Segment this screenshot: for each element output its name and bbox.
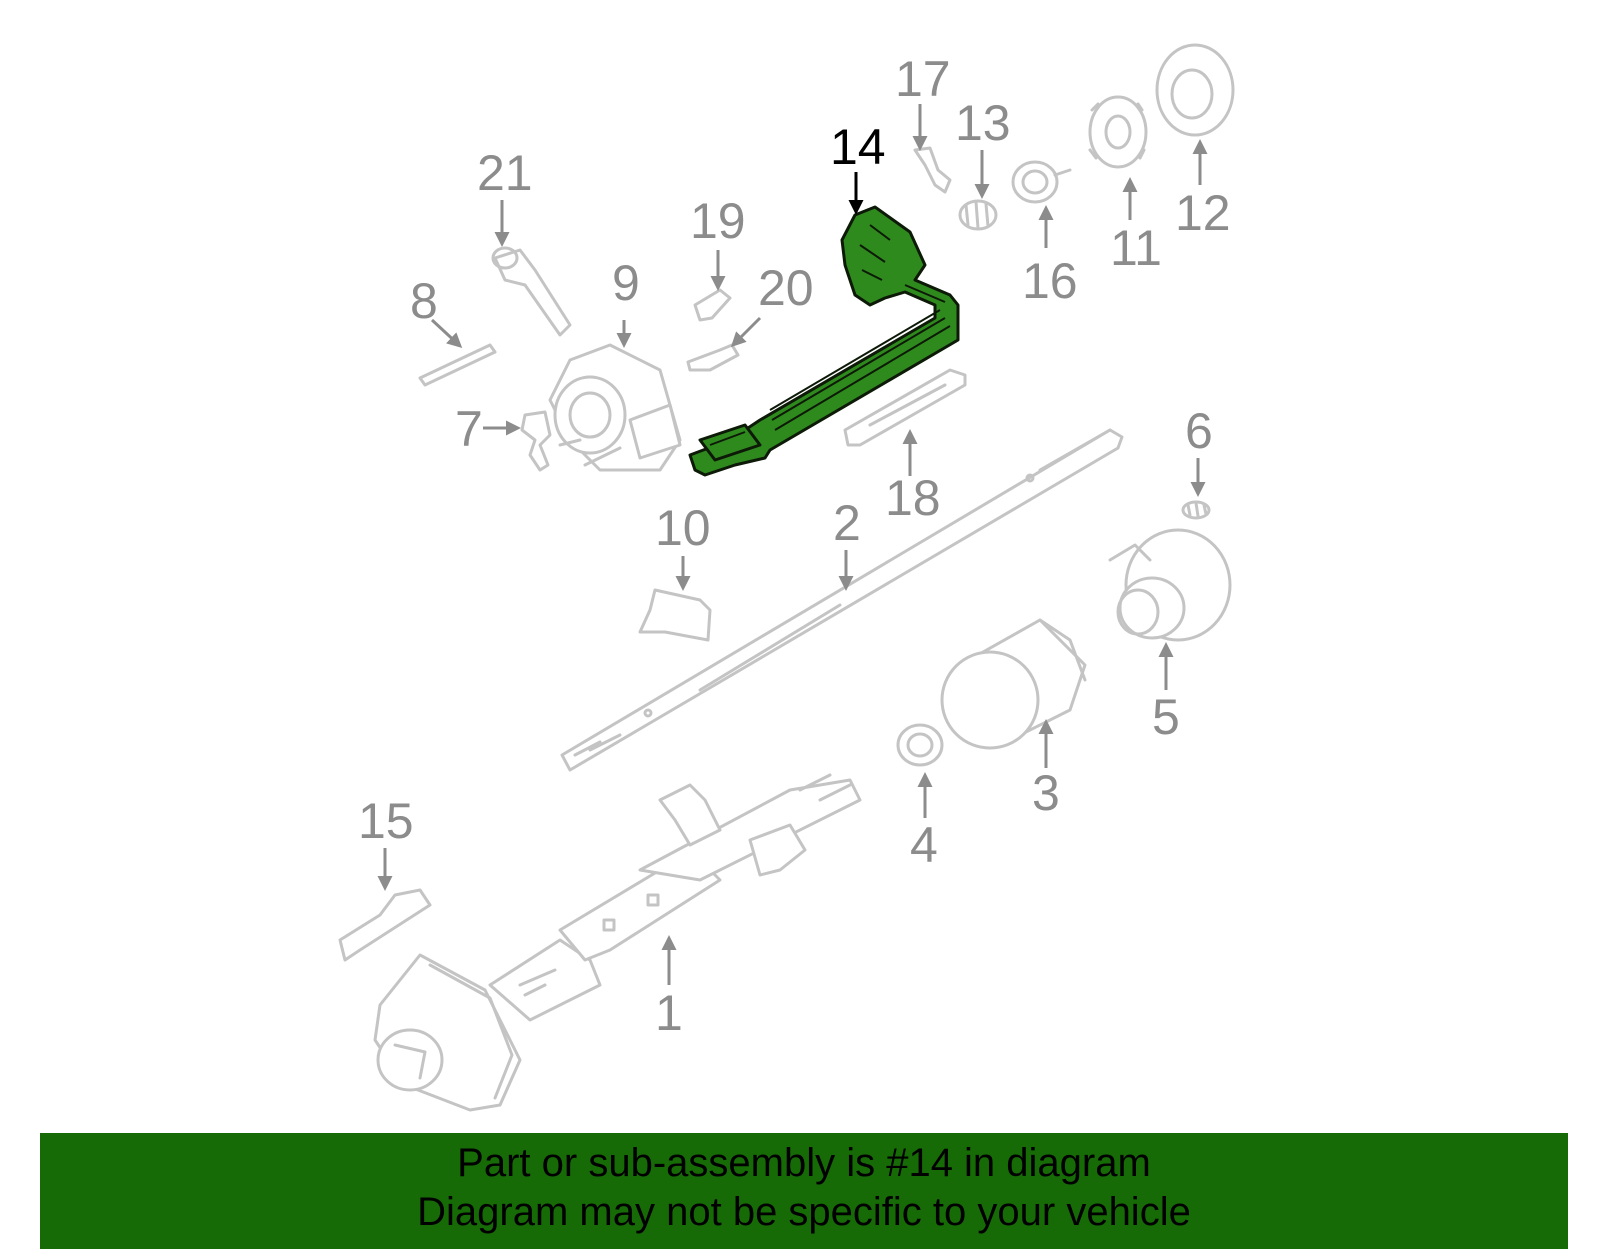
callout-17: 17 [895,51,951,107]
callout-18: 18 [885,470,941,526]
part-17-clip [913,146,952,194]
part-7-bracket [520,410,552,472]
part-9-lock-housing [548,343,682,472]
part-8-pin [418,343,497,387]
part-13-spring [958,199,998,231]
callout-1: 1 [655,985,683,1041]
callout-11: 11 [1110,220,1162,276]
part-16-cap [1011,160,1072,204]
callout-16: 16 [1022,253,1078,309]
callout-3: 3 [1032,765,1060,821]
callout-10: 10 [655,500,711,556]
part-11-gear [1088,95,1148,169]
callout-21: 21 [477,145,533,201]
part-3-housing [940,618,1087,750]
part-18-rail [843,368,967,447]
callout-8: 8 [410,273,438,329]
callout-6: 6 [1185,403,1213,459]
part-2-steering-shaft [560,428,1124,772]
callout-13: 13 [955,95,1011,151]
arrow-8 [430,318,463,349]
arrow-20 [730,316,762,348]
part-15-lever [338,888,432,962]
banner-line-part-reference: Part or sub-assembly is #14 in diagram [457,1141,1151,1185]
callout-2: 2 [833,495,861,551]
info-banner: Part or sub-assembly is #14 in diagram D… [40,1133,1568,1249]
callout-15: 15 [358,793,414,849]
part-5-bearing-housing [1108,528,1232,642]
callout-5: 5 [1152,689,1180,745]
part-12-disc [1155,43,1235,137]
callout-4: 4 [910,817,938,873]
part-14-highlighted-harness[interactable] [688,205,960,477]
part-20-lever [686,343,740,372]
part-6-spring [1181,500,1211,520]
callout-19: 19 [690,193,746,249]
part-19-clip [693,288,732,322]
part-4-ring [896,723,944,767]
callout-12: 12 [1175,185,1231,241]
part-1-column-jacket [373,773,862,1112]
callout-9: 9 [612,255,640,311]
callout-20: 20 [758,260,814,316]
callout-14: 14 [830,119,886,175]
part-21-key-cylinder [491,246,572,337]
banner-line-disclaimer: Diagram may not be specific to your vehi… [417,1190,1191,1234]
callout-7: 7 [455,401,483,457]
part-10-cover [638,588,712,642]
callout-arrows [377,104,1208,985]
callout-labels: 1 2 3 4 5 6 7 8 9 10 11 12 13 14 15 16 1… [358,51,1231,1041]
